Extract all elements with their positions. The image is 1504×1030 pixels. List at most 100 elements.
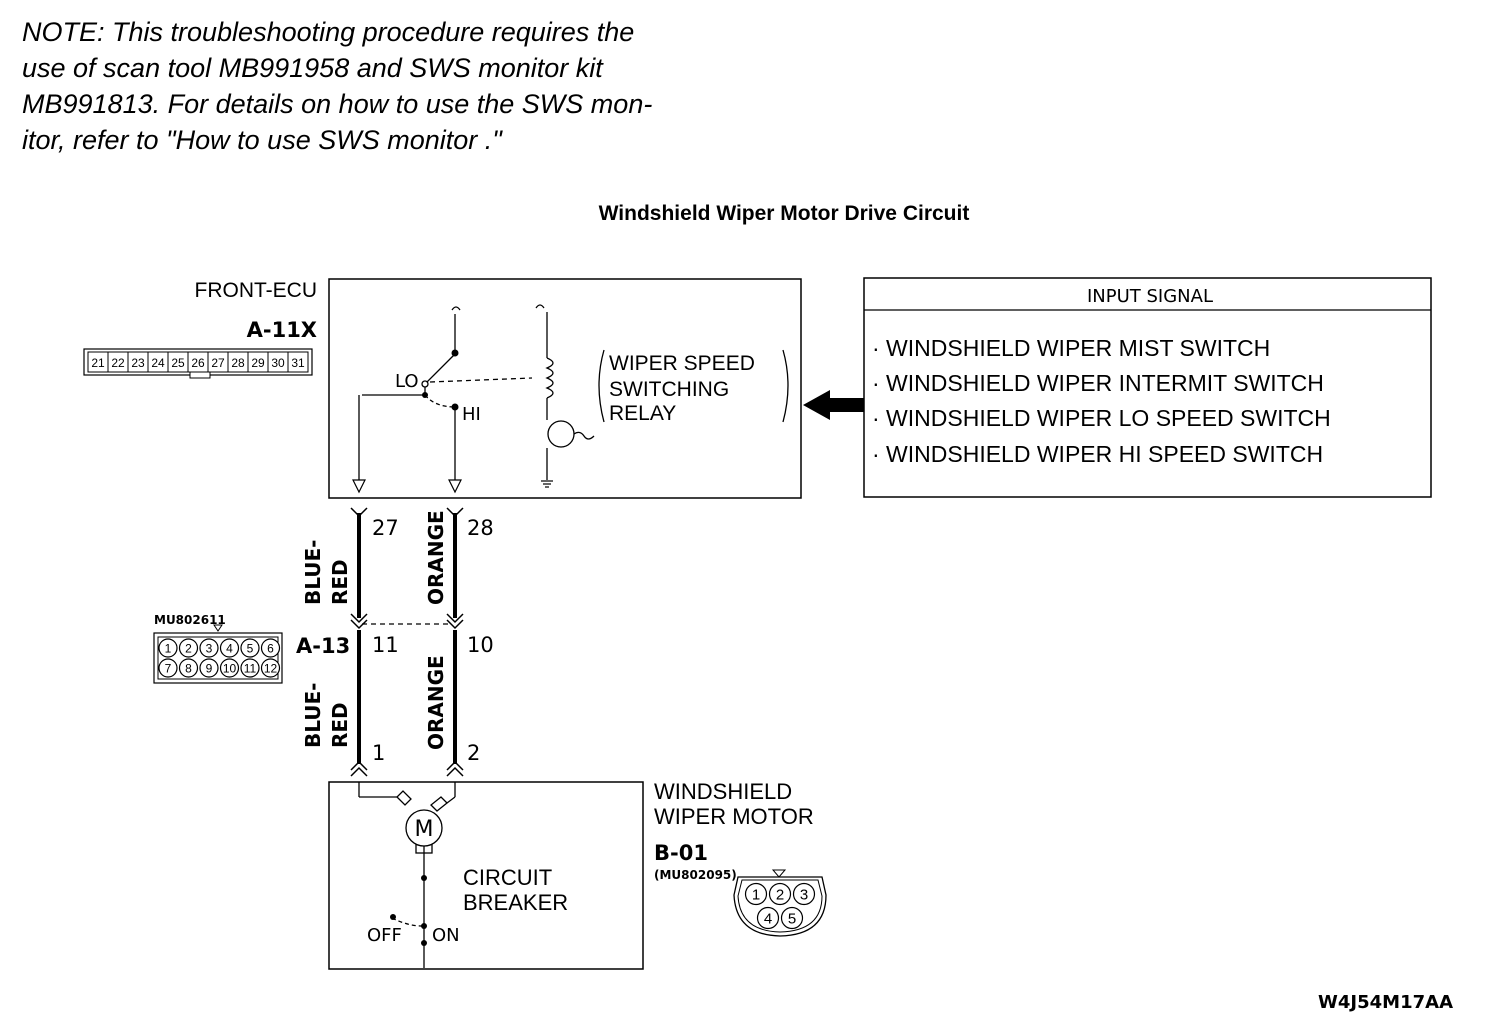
pin-number: 28 bbox=[467, 516, 494, 540]
lo-label: LO bbox=[395, 371, 419, 392]
input-signal-arrow bbox=[803, 390, 864, 420]
connector-chevrons bbox=[350, 507, 464, 777]
connector-pin-number: 25 bbox=[171, 356, 185, 370]
front-ecu-connector-id: A-11X bbox=[247, 318, 317, 342]
note-line: use of scan tool MB991958 and SWS monito… bbox=[22, 53, 603, 83]
input-signal-item: · WINDSHIELD WIPER MIST SWITCH bbox=[872, 335, 1270, 361]
connector-pin bbox=[792, 882, 816, 906]
ground-symbol bbox=[541, 480, 553, 488]
a13-key-mark bbox=[213, 624, 223, 632]
input-signal-item: · WINDSHIELD WIPER LO SPEED SWITCH bbox=[872, 405, 1331, 431]
connector-pin bbox=[199, 658, 219, 678]
terminal-arrow bbox=[352, 479, 366, 494]
wire-color-line: ORANGE bbox=[424, 510, 448, 605]
b01-key-mark bbox=[771, 869, 787, 878]
connector-pin-number: 11 bbox=[244, 661, 257, 675]
wire-color-label: BLUE- bbox=[301, 683, 325, 748]
motor-label-line: WINDSHIELD bbox=[654, 779, 792, 804]
connector-pin-number: 21 bbox=[91, 356, 105, 370]
note-line: itor, refer to "How to use SWS monitor .… bbox=[22, 125, 502, 155]
input-signal-header: INPUT SIGNAL bbox=[1087, 286, 1213, 307]
terminal-arrow bbox=[448, 479, 462, 494]
connector-pin bbox=[219, 658, 240, 678]
pin-number: 11 bbox=[372, 633, 399, 657]
relay-label-line: WIPER SPEED bbox=[609, 352, 755, 375]
connector-pin-cell bbox=[287, 351, 309, 373]
connector-pin bbox=[756, 906, 780, 930]
motor-wiring bbox=[358, 782, 456, 968]
b01-part-number: (MU802095) bbox=[654, 868, 737, 882]
connector-pin-number: 4 bbox=[764, 910, 772, 927]
pin-number: 27 bbox=[372, 516, 399, 540]
wire-color-line: RED bbox=[328, 559, 352, 605]
pin-number: 2 bbox=[467, 741, 480, 765]
on-label: ON bbox=[432, 925, 460, 946]
breaker-contact bbox=[390, 914, 396, 920]
connector-pin bbox=[744, 882, 768, 906]
a13-part-number: MU802611 bbox=[154, 613, 226, 627]
connector-pin-number: 1 bbox=[165, 641, 172, 655]
connector-pin-number: 5 bbox=[247, 641, 254, 655]
connector-pin-number: 9 bbox=[206, 661, 213, 675]
note-line: NOTE: This troubleshooting procedure req… bbox=[22, 17, 635, 47]
relay-bracket-left bbox=[598, 349, 605, 423]
diagram-title: Windshield Wiper Motor Drive Circuit bbox=[599, 202, 970, 225]
breaker-contact bbox=[421, 875, 427, 881]
front-ecu-box bbox=[328, 278, 802, 499]
connector-pin-number: 28 bbox=[231, 356, 245, 370]
relay-label-line: RELAY bbox=[609, 402, 676, 425]
wire-color-label: RED bbox=[328, 702, 352, 748]
connector-pin-number: 7 bbox=[165, 661, 172, 675]
off-label: OFF bbox=[367, 925, 402, 946]
figure-code: W4J54M17AA bbox=[1318, 992, 1453, 1013]
connector-pin bbox=[178, 658, 199, 678]
connector-pin-number: 22 bbox=[111, 356, 125, 370]
motor-symbol-circle bbox=[405, 809, 443, 847]
wiper-motor-box bbox=[328, 781, 644, 970]
breaker-contact bbox=[421, 940, 427, 946]
connector-pin-number: 3 bbox=[800, 886, 808, 903]
relay-bracket-right bbox=[782, 349, 789, 423]
connector-pin-number: 10 bbox=[223, 661, 237, 675]
b01-connector-id: B-01 bbox=[654, 841, 708, 865]
connector-pin bbox=[260, 638, 281, 658]
connector-pin-number: 23 bbox=[131, 356, 145, 370]
switch-contact bbox=[451, 403, 459, 411]
wire-color-line: ORANGE bbox=[424, 655, 448, 750]
connector-pin-number: 31 bbox=[291, 356, 305, 370]
connector-pin-number: 5 bbox=[788, 910, 796, 927]
breaker-label-line: BREAKER bbox=[463, 890, 568, 915]
input-signal-item: · WINDSHIELD WIPER INTERMIT SWITCH bbox=[872, 370, 1324, 396]
switch-contact bbox=[451, 349, 459, 357]
connector-pin-number: 30 bbox=[271, 356, 285, 370]
wire-color-label: RED bbox=[328, 559, 352, 605]
connector-pin-number: 6 bbox=[267, 641, 274, 655]
connector-pin bbox=[780, 906, 804, 930]
connector-pin-number: 1 bbox=[752, 886, 760, 903]
connector-pin-number: 27 bbox=[211, 356, 225, 370]
motor-label-line: WIPER MOTOR bbox=[654, 804, 814, 829]
connector-pin-number: 2 bbox=[185, 641, 192, 655]
troubleshooting-note: NOTE: This troubleshooting procedure req… bbox=[22, 14, 782, 158]
wire-color-line: BLUE- bbox=[301, 683, 325, 748]
input-signal-box bbox=[863, 277, 1432, 498]
connector-pin-number: 4 bbox=[226, 641, 233, 655]
wire-color-line: RED bbox=[328, 702, 352, 748]
a13-connector-id: A-13 bbox=[296, 634, 350, 658]
note-line: MB991813. For details on how to use the … bbox=[22, 89, 653, 119]
connector-pin bbox=[240, 638, 260, 658]
connector-pin-number: 8 bbox=[185, 661, 192, 675]
connector-pin bbox=[178, 638, 199, 658]
connector-pin-number: 29 bbox=[251, 356, 265, 370]
connector-pin bbox=[768, 882, 792, 906]
wire-color-label: ORANGE bbox=[424, 510, 448, 605]
relay-label-line: SWITCHING bbox=[609, 378, 729, 401]
connector-pin-number: 24 bbox=[151, 356, 165, 370]
relay-switch bbox=[358, 304, 595, 480]
breaker-contact bbox=[421, 923, 427, 929]
switch-contact bbox=[422, 392, 428, 398]
motor-symbol: M bbox=[415, 817, 434, 842]
